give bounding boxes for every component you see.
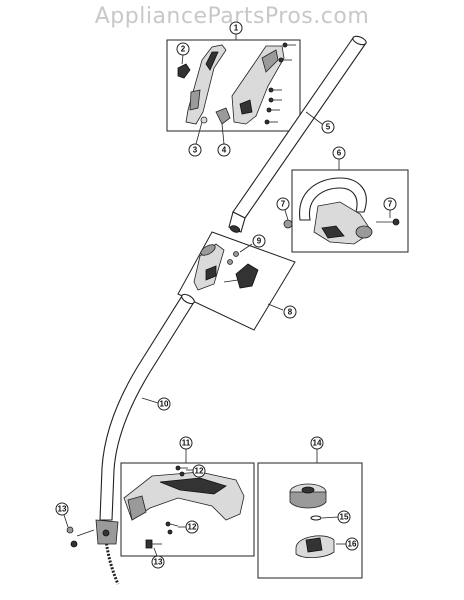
- callout-16: 16: [345, 537, 359, 551]
- svg-text:12: 12: [195, 467, 204, 476]
- svg-text:16: 16: [348, 540, 357, 549]
- callout-14: 14: [310, 436, 324, 450]
- callout-2: 2: [176, 42, 190, 56]
- callout-10: 10: [157, 397, 171, 411]
- callout-5: 5: [321, 120, 335, 134]
- svg-text:4: 4: [222, 146, 227, 155]
- callout-3: 3: [188, 143, 202, 157]
- svg-text:10: 10: [160, 400, 169, 409]
- spool-box: [257, 462, 363, 579]
- callout-9: 9: [252, 234, 266, 248]
- svg-text:12: 12: [188, 523, 197, 532]
- guard-box: [120, 462, 255, 557]
- svg-text:8: 8: [288, 308, 293, 317]
- svg-text:11: 11: [182, 439, 191, 448]
- handle-half-right: [231, 45, 285, 125]
- coupler-small-parts: [227, 251, 239, 265]
- coupler: [193, 243, 225, 291]
- trimmer-guard: [123, 471, 245, 521]
- svg-text:7: 7: [281, 200, 286, 209]
- svg-text:7: 7: [388, 200, 393, 209]
- callout-6: 6: [332, 146, 346, 160]
- clamp-hardware: [66, 526, 95, 548]
- callout-8: 8: [283, 305, 297, 319]
- drive-cable: [104, 539, 120, 585]
- screw-set: [264, 42, 296, 125]
- shaft-clamp: [95, 519, 119, 545]
- callout-15: 15: [337, 510, 351, 524]
- assist-handle: [299, 177, 373, 245]
- spring-part: [200, 116, 208, 124]
- callout-7-left: 7: [276, 197, 290, 211]
- svg-text:5: 5: [326, 123, 331, 132]
- callout-12-top: 12: [192, 464, 206, 478]
- svg-text:9: 9: [257, 237, 262, 246]
- svg-text:2: 2: [181, 45, 186, 54]
- spool-housing: [295, 535, 335, 558]
- callout-7-right: 7: [383, 197, 397, 211]
- spool-spring: [310, 515, 322, 521]
- svg-text:14: 14: [313, 439, 322, 448]
- guard-screws: [165, 465, 188, 535]
- svg-text:13: 13: [154, 558, 163, 567]
- callout-13-bottom: 13: [151, 555, 165, 569]
- trigger-part: [215, 107, 231, 125]
- spool-head: [289, 483, 327, 509]
- switch-part: [177, 63, 191, 79]
- svg-text:3: 3: [193, 146, 198, 155]
- coupler-box: [177, 231, 296, 331]
- handle-half-left: [185, 44, 227, 125]
- lower-shaft: [99, 293, 195, 521]
- callout-11: 11: [179, 436, 193, 450]
- callout-1: 1: [229, 21, 243, 35]
- callout-4: 4: [217, 143, 231, 157]
- svg-text:6: 6: [337, 149, 342, 158]
- guard-bolt: [145, 539, 162, 549]
- callout-13-left: 13: [55, 502, 69, 516]
- svg-text:13: 13: [58, 505, 67, 514]
- coupler-knob: [223, 263, 259, 289]
- callout-12-bottom: 12: [185, 520, 199, 534]
- svg-text:15: 15: [340, 513, 349, 522]
- svg-text:1: 1: [234, 24, 239, 33]
- upper-shaft: [228, 35, 367, 233]
